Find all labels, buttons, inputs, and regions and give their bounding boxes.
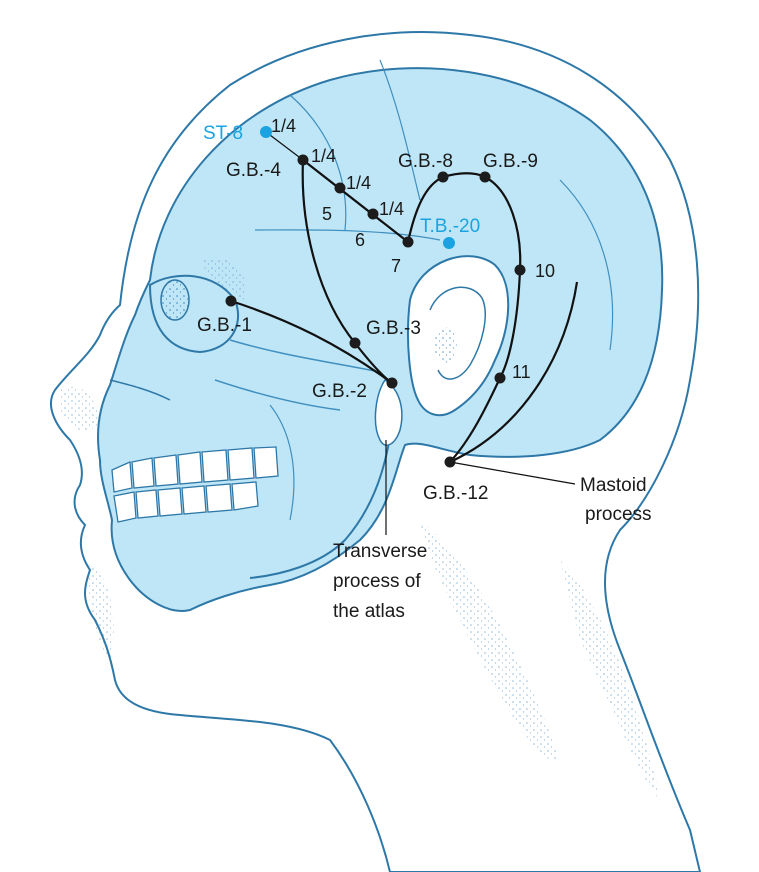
stipple-shading [60,257,660,800]
point-labels: ST-8 T.B.-20 G.B.-4 G.B.-8 G.B.-9 G.B.-1… [197,123,555,504]
tb20-point [443,237,455,249]
gb11-point [494,372,506,384]
atlas-label-line2: process of [333,571,421,592]
gb10-point [514,264,526,276]
gb8-label: G.B.-8 [398,151,453,172]
gb1-label: G.B.-1 [197,315,252,336]
gb1-to-gb2-line [230,299,393,384]
fraction-label: 1/4 [379,199,404,219]
fraction-label: 1/4 [311,146,336,166]
fraction-labels: 1/4 1/4 1/4 1/4 [271,116,404,219]
gb3-point [349,337,361,349]
gb9-point [479,171,491,183]
gb5-point [334,182,346,194]
atlas-label-line3: the atlas [333,601,405,622]
st8-leader-line [265,131,304,161]
gb8-point [437,171,449,183]
gb4-label: G.B.-4 [226,160,281,181]
leader-lines [265,131,576,535]
gb4-to-gb3-line [301,159,356,344]
mastoid-curve [449,281,579,464]
atlas-bone [374,378,403,446]
gb7-point [402,236,414,248]
gb5-label: 5 [322,204,332,224]
gb6-point [367,208,379,220]
gb9-label: G.B.-9 [483,151,538,172]
mastoid-label-line2: process [585,504,652,525]
mastoid-leader-line [449,461,576,485]
gb2-label: G.B.-2 [312,381,367,402]
atlas-label-line1: Transverse [333,541,427,562]
ear [406,255,510,417]
gb7-label: 7 [391,256,401,276]
tb20-label: T.B.-20 [420,216,480,237]
gb12-label: G.B.-12 [423,483,488,504]
gb4-to-gb7-line [302,159,409,243]
mastoid-label-line1: Mastoid [580,475,647,496]
gb4-point [297,154,309,166]
gb1-point [225,295,237,307]
gb2-point [386,377,398,389]
st8-label: ST-8 [203,123,243,144]
gb10-label: 10 [535,261,555,281]
gb6-label: 6 [355,230,365,250]
gb11-label: 11 [512,362,531,382]
fraction-label: 1/4 [346,173,371,193]
teeth [111,446,279,523]
annotation-labels: Mastoid process Transverse process of th… [333,475,652,622]
fraction-label: 1/4 [271,116,296,136]
gb3-label: G.B.-3 [366,318,421,339]
gb12-point [444,456,456,468]
st8-point [260,126,272,138]
acupoints [225,126,526,468]
